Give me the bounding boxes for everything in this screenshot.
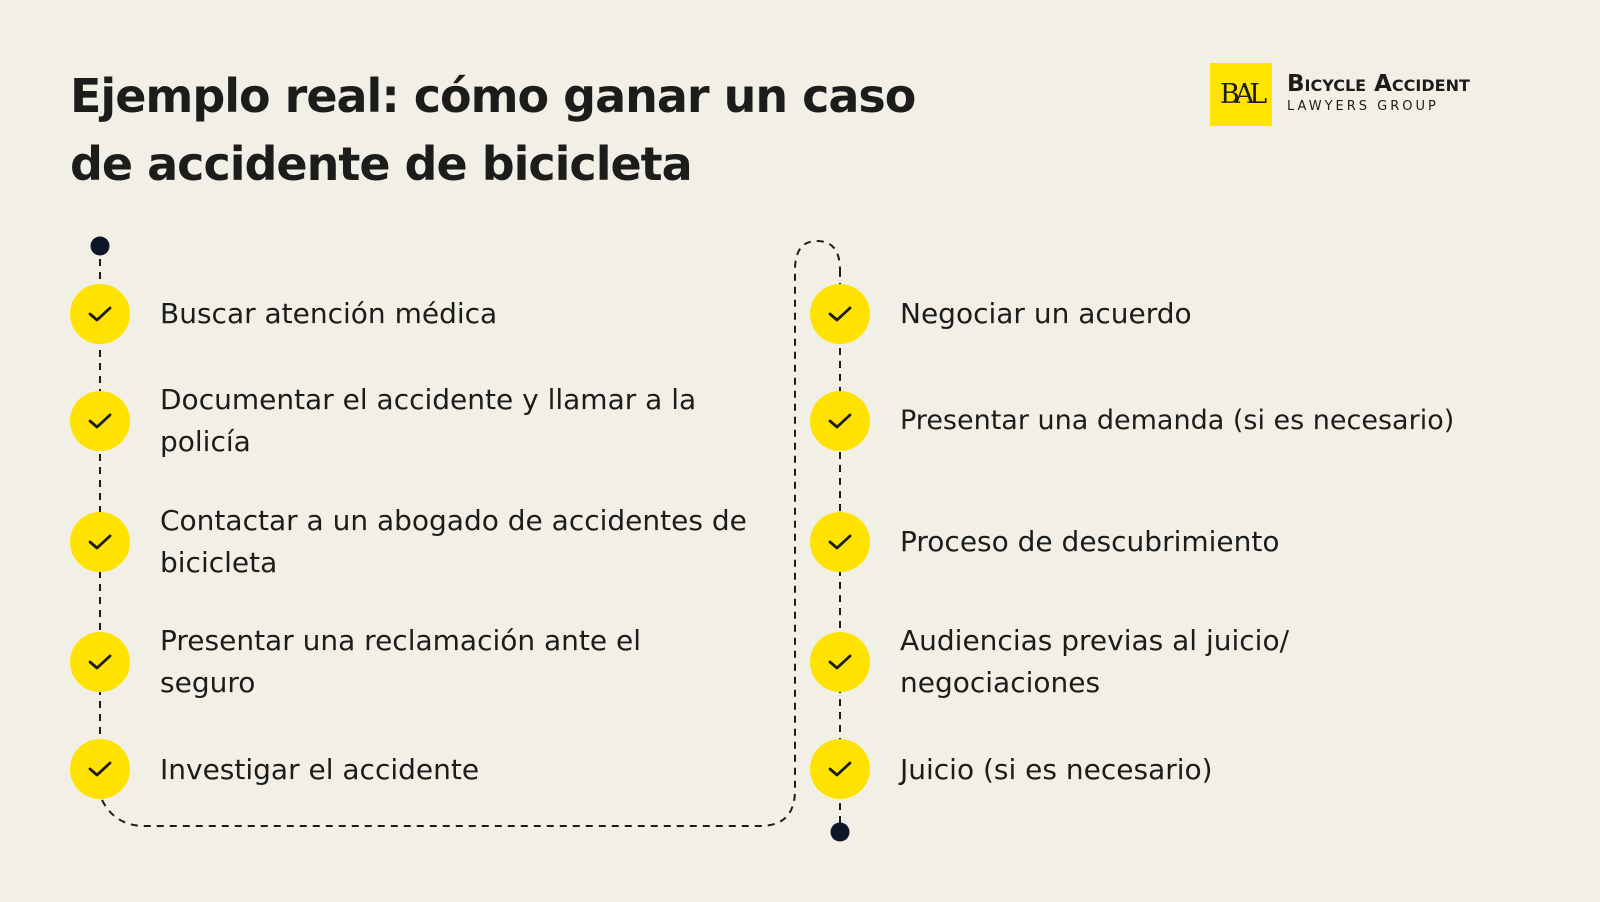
step-label: Buscar atención médica bbox=[160, 297, 498, 330]
company-logo: BAL Bicycle Accident LAWYERS GROUP bbox=[1210, 62, 1470, 126]
step-label: Proceso de descubrimiento bbox=[900, 525, 1280, 558]
check-icon bbox=[88, 654, 112, 670]
step-check-circle bbox=[810, 391, 870, 451]
timeline-end-dot bbox=[830, 822, 850, 842]
step-label: Audiencias previas al juicio/ negociacio… bbox=[900, 624, 1290, 699]
check-icon bbox=[828, 761, 852, 777]
logo-name-text: Bicycle Accident bbox=[1287, 71, 1470, 97]
step-check-circle bbox=[70, 739, 130, 799]
check-icon bbox=[88, 761, 112, 777]
step-check-circle bbox=[70, 512, 130, 572]
step-label: Presentar una reclamación ante el seguro bbox=[160, 624, 642, 699]
step-label: Juicio (si es necesario) bbox=[900, 753, 1213, 786]
logo-subtitle: LAWYERS GROUP bbox=[1287, 99, 1439, 114]
check-icon bbox=[828, 534, 852, 550]
step-label: Negociar un acuerdo bbox=[900, 297, 1192, 330]
page-title: Ejemplo real: cómo ganar un caso de acci… bbox=[70, 69, 916, 191]
check-icon bbox=[88, 534, 112, 550]
step-check-circle bbox=[70, 284, 130, 344]
step-check-circle bbox=[810, 632, 870, 692]
step-check-circle bbox=[70, 632, 130, 692]
step-label: Documentar el accidente y llamar a la po… bbox=[160, 383, 697, 458]
check-icon bbox=[88, 306, 112, 322]
step-check-circle bbox=[810, 739, 870, 799]
step-check-circle bbox=[70, 391, 130, 451]
check-icon bbox=[88, 413, 112, 429]
step-check-circle bbox=[810, 284, 870, 344]
timeline-start-dot bbox=[90, 236, 110, 256]
logo-monogram: BAL bbox=[1210, 62, 1272, 126]
step-label: Investigar el accidente bbox=[160, 753, 480, 786]
check-icon bbox=[828, 413, 852, 429]
check-icon bbox=[828, 654, 852, 670]
logo-name: Bicycle Accident bbox=[1287, 71, 1470, 97]
step-label: Contactar a un abogado de accidentes de … bbox=[160, 504, 747, 579]
step-label: Presentar una demanda (si es necesario) bbox=[900, 405, 1455, 436]
step-check-circle bbox=[810, 512, 870, 572]
check-icon bbox=[828, 306, 852, 322]
